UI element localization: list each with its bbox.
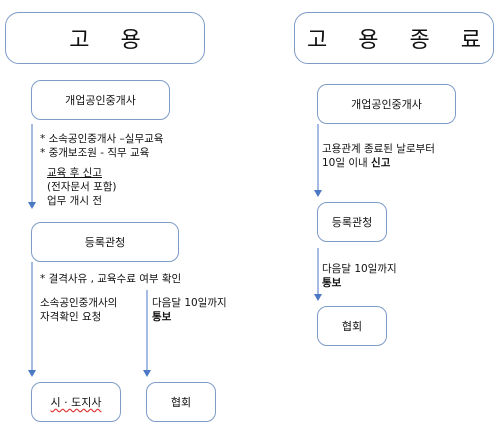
employment-title: 고 용 — [5, 12, 205, 64]
qualification-request-line2: 자격확인 요청 — [40, 311, 102, 323]
left-association-box: 협회 — [146, 382, 216, 422]
right-registry-box: 등록관청 — [317, 202, 387, 242]
city-governor-box: 시 · 도지사 — [31, 382, 121, 422]
left-registry-box: 등록관청 — [31, 222, 179, 262]
right-association-box: 협회 — [317, 306, 387, 346]
right-notify-line1: 다음달 10일까지 — [322, 263, 397, 275]
bullet-licensed-agent: * 소속공인중개사 –실무교육 — [40, 133, 164, 145]
right-agency-box: 개업공인중개사 — [317, 84, 456, 124]
qualification-request-line1: 소속공인중개사의 — [40, 297, 118, 309]
disqualification-check-note: * 결격사유 , 교육수료 여부 확인 — [40, 273, 182, 285]
termination-report-line2: 10일 이내 신고 — [322, 157, 391, 169]
bullet-assistant: * 중개보조원 - 직무 교육 — [40, 147, 150, 159]
employment-end-title: 고 용 종 료 — [294, 12, 494, 64]
report-after-training: 교육 후 신고 — [47, 167, 102, 179]
left-notify-line2: 통보 — [152, 311, 172, 323]
right-notify-line2: 통보 — [322, 277, 342, 289]
termination-report-line1: 고용관계 종료된 날로부터 — [322, 143, 435, 155]
city-governor-label: 시 · 도지사 — [50, 396, 102, 409]
left-notify-line1: 다음달 10일까지 — [152, 297, 227, 309]
before-work-start: 업무 개시 전 — [47, 195, 102, 207]
left-agency-box: 개업공인중개사 — [31, 80, 170, 120]
electronic-doc-note: (전자문서 포함) — [47, 181, 117, 193]
